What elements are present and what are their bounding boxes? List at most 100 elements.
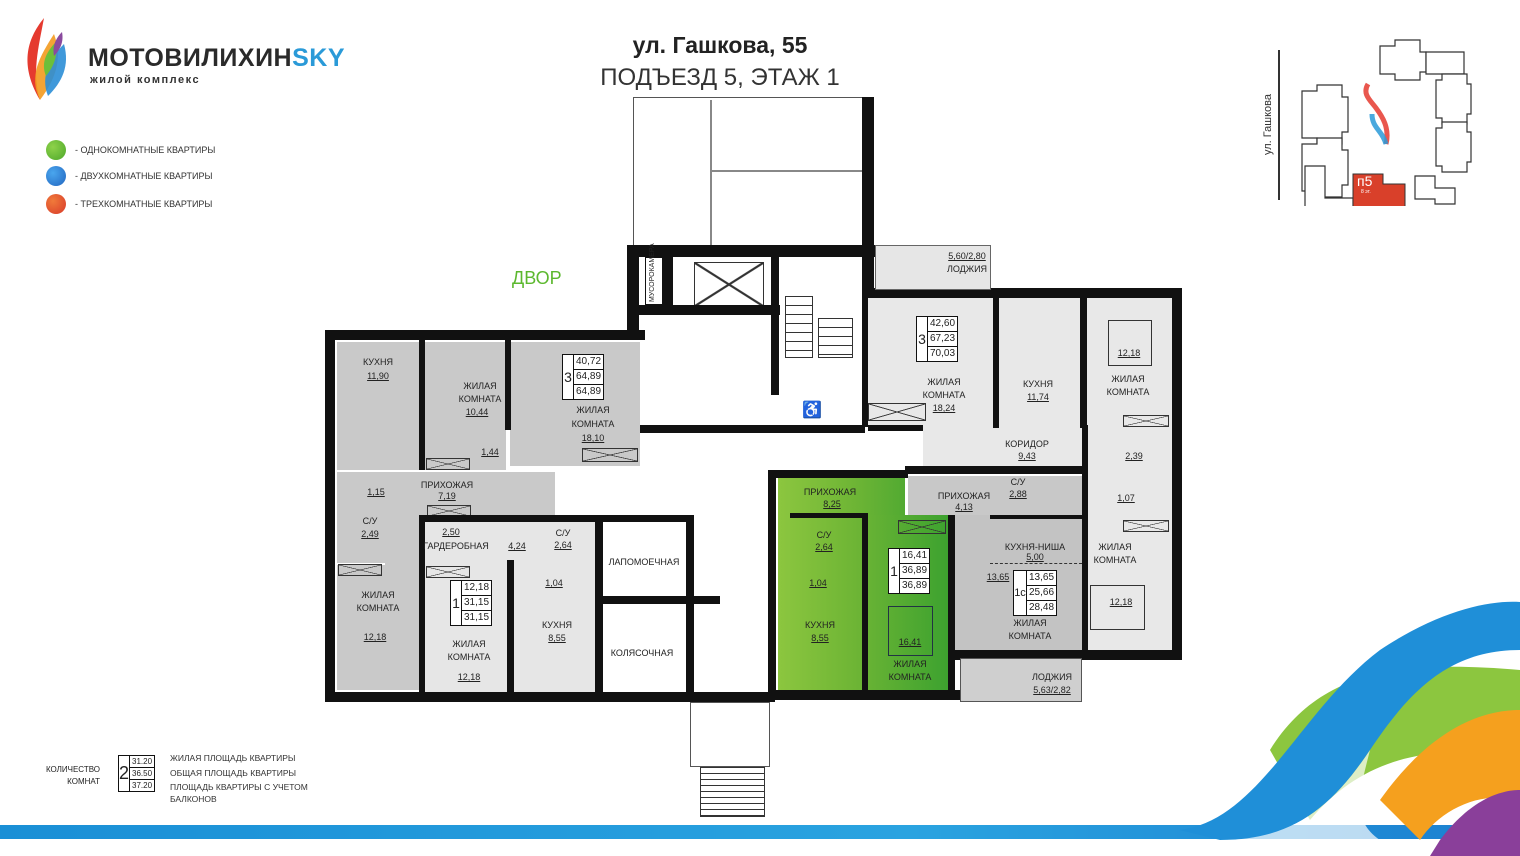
legend-one-room: - ОДНОКОМНАТНЫЕ КВАРТИРЫ (46, 140, 215, 160)
left3-bath[interactable] (337, 505, 385, 563)
room-label: КОМНАТА (1008, 631, 1052, 641)
balcony-area: 64,89 (576, 386, 602, 397)
room-label: КУХНЯ (804, 620, 836, 630)
room-label: КУХНЯ (541, 620, 573, 630)
porch (690, 702, 770, 767)
wall (768, 690, 963, 700)
room-label: ЖИЛАЯ (361, 590, 395, 600)
room-count: 1с (1014, 571, 1027, 615)
decorative-swoosh (1180, 601, 1520, 856)
wall (325, 692, 775, 702)
kitchen-niche-boundary (990, 540, 1082, 564)
room-area: 11,90 (367, 371, 389, 381)
room-area: 7,19 (438, 491, 456, 501)
wall (627, 245, 875, 257)
room-label: С/У (555, 528, 571, 538)
room-area: 1,04 (809, 578, 827, 588)
logo-text: МОТОВИЛИХИНSKY (88, 44, 346, 72)
wardrobe-mark (1123, 520, 1169, 532)
wall (686, 515, 694, 695)
room-area: 12,18 (1109, 597, 1133, 607)
wardrobe-mark (868, 403, 926, 421)
room-label: С/У (816, 530, 832, 540)
room-label: ЖИЛАЯ (893, 659, 927, 669)
stairs (818, 318, 853, 358)
wardrobe-mark (338, 564, 382, 576)
living-area: 40,72 (574, 355, 604, 370)
wall (790, 513, 868, 518)
room-label: ГАРДЕРОБНАЯ (423, 541, 489, 551)
wall (948, 650, 1182, 660)
room-count: 1 (451, 581, 462, 625)
balcony-area: 28,48 (1029, 602, 1055, 613)
wardrobe-mark (898, 520, 946, 534)
wardrobe-mark (426, 458, 470, 470)
room-area: 2,64 (815, 542, 833, 552)
room-area: 5,00 (1026, 552, 1044, 562)
left3-kitchen[interactable] (337, 342, 420, 470)
room-area: 2,64 (554, 540, 572, 550)
logo-flame-icon (27, 18, 67, 100)
room-label: С/У (1010, 477, 1026, 487)
room-label: КОМНАТА (447, 652, 491, 662)
wall (507, 560, 514, 695)
wall (627, 245, 639, 335)
wall (905, 466, 1087, 474)
room-area: 2,88 (1009, 489, 1027, 499)
room-area: 1,07 (1117, 493, 1135, 503)
wall (1080, 298, 1087, 428)
studio-loggia[interactable] (960, 658, 1082, 702)
wardrobe-mark (426, 566, 470, 578)
room-area: 13,65 (986, 572, 1010, 582)
street-label: ул. Гашкова (1262, 94, 1274, 155)
glass-partition (710, 100, 712, 247)
key-label: КОЛИЧЕСТВО (45, 765, 100, 774)
wall (1082, 425, 1088, 655)
porch-steps (700, 767, 765, 817)
right3-room-3[interactable] (1088, 425, 1172, 650)
studio-hall[interactable] (908, 476, 1082, 515)
room-area: 5,63/2,82 (1033, 685, 1071, 695)
wall (862, 288, 1182, 298)
room-area: 18,10 (581, 433, 605, 443)
room-label: ПРИХОЖАЯ (420, 480, 474, 490)
room-area: 1,15 (367, 487, 385, 497)
left3-room-3[interactable] (337, 565, 419, 690)
legend-two-room: - ДВУХКОМНАТНЫЕ КВАРТИРЫ (46, 166, 212, 186)
elevator-shaft (694, 262, 764, 307)
room-count: 3 (917, 317, 928, 361)
room-label: ПРИХОЖАЯ (937, 491, 991, 501)
blue-dot-icon (46, 166, 66, 186)
entrance-floor-title: ПОДЪЕЗД 5, ЭТАЖ 1 (600, 64, 840, 91)
living-area: 31.20 (130, 757, 155, 768)
green1-hall[interactable] (778, 478, 905, 515)
right3-loggia[interactable] (875, 245, 991, 290)
room-label: ЖИЛАЯ (463, 381, 497, 391)
room-area: 16,41 (898, 637, 922, 647)
bed-icon (1090, 585, 1145, 630)
legend-three-room: - ТРЕХКОМНАТНЫЕ КВАРТИРЫ (46, 194, 212, 214)
room-label: С/У (362, 516, 378, 526)
room-label: ЛОДЖИЯ (946, 264, 988, 274)
living-area: 13,65 (1027, 571, 1057, 586)
room-area: 8,55 (811, 633, 829, 643)
total-area: 36.50 (130, 769, 155, 780)
wall (505, 340, 511, 430)
glass-partition (710, 170, 862, 172)
room-label: КОРИДОР (1005, 439, 1049, 449)
garbage-room-label: МУСОРОКАМЕРА (649, 243, 656, 302)
key-desc: ПЛОЩАДЬ КВАРТИРЫ С УЧЕТОМ (170, 782, 308, 792)
wall (325, 330, 645, 340)
wall (768, 470, 776, 695)
paw-wash-room-label: ЛАПОМОЕЧНАЯ (608, 557, 680, 567)
bed-icon (1108, 320, 1152, 366)
wall (862, 515, 868, 693)
room-area: 2,49 (361, 529, 379, 539)
left3-room-1[interactable] (424, 342, 506, 470)
room-area: 5,60/2,80 (948, 251, 986, 261)
right3-corridor[interactable] (923, 425, 1088, 466)
wall (419, 340, 425, 470)
wall (768, 470, 908, 478)
